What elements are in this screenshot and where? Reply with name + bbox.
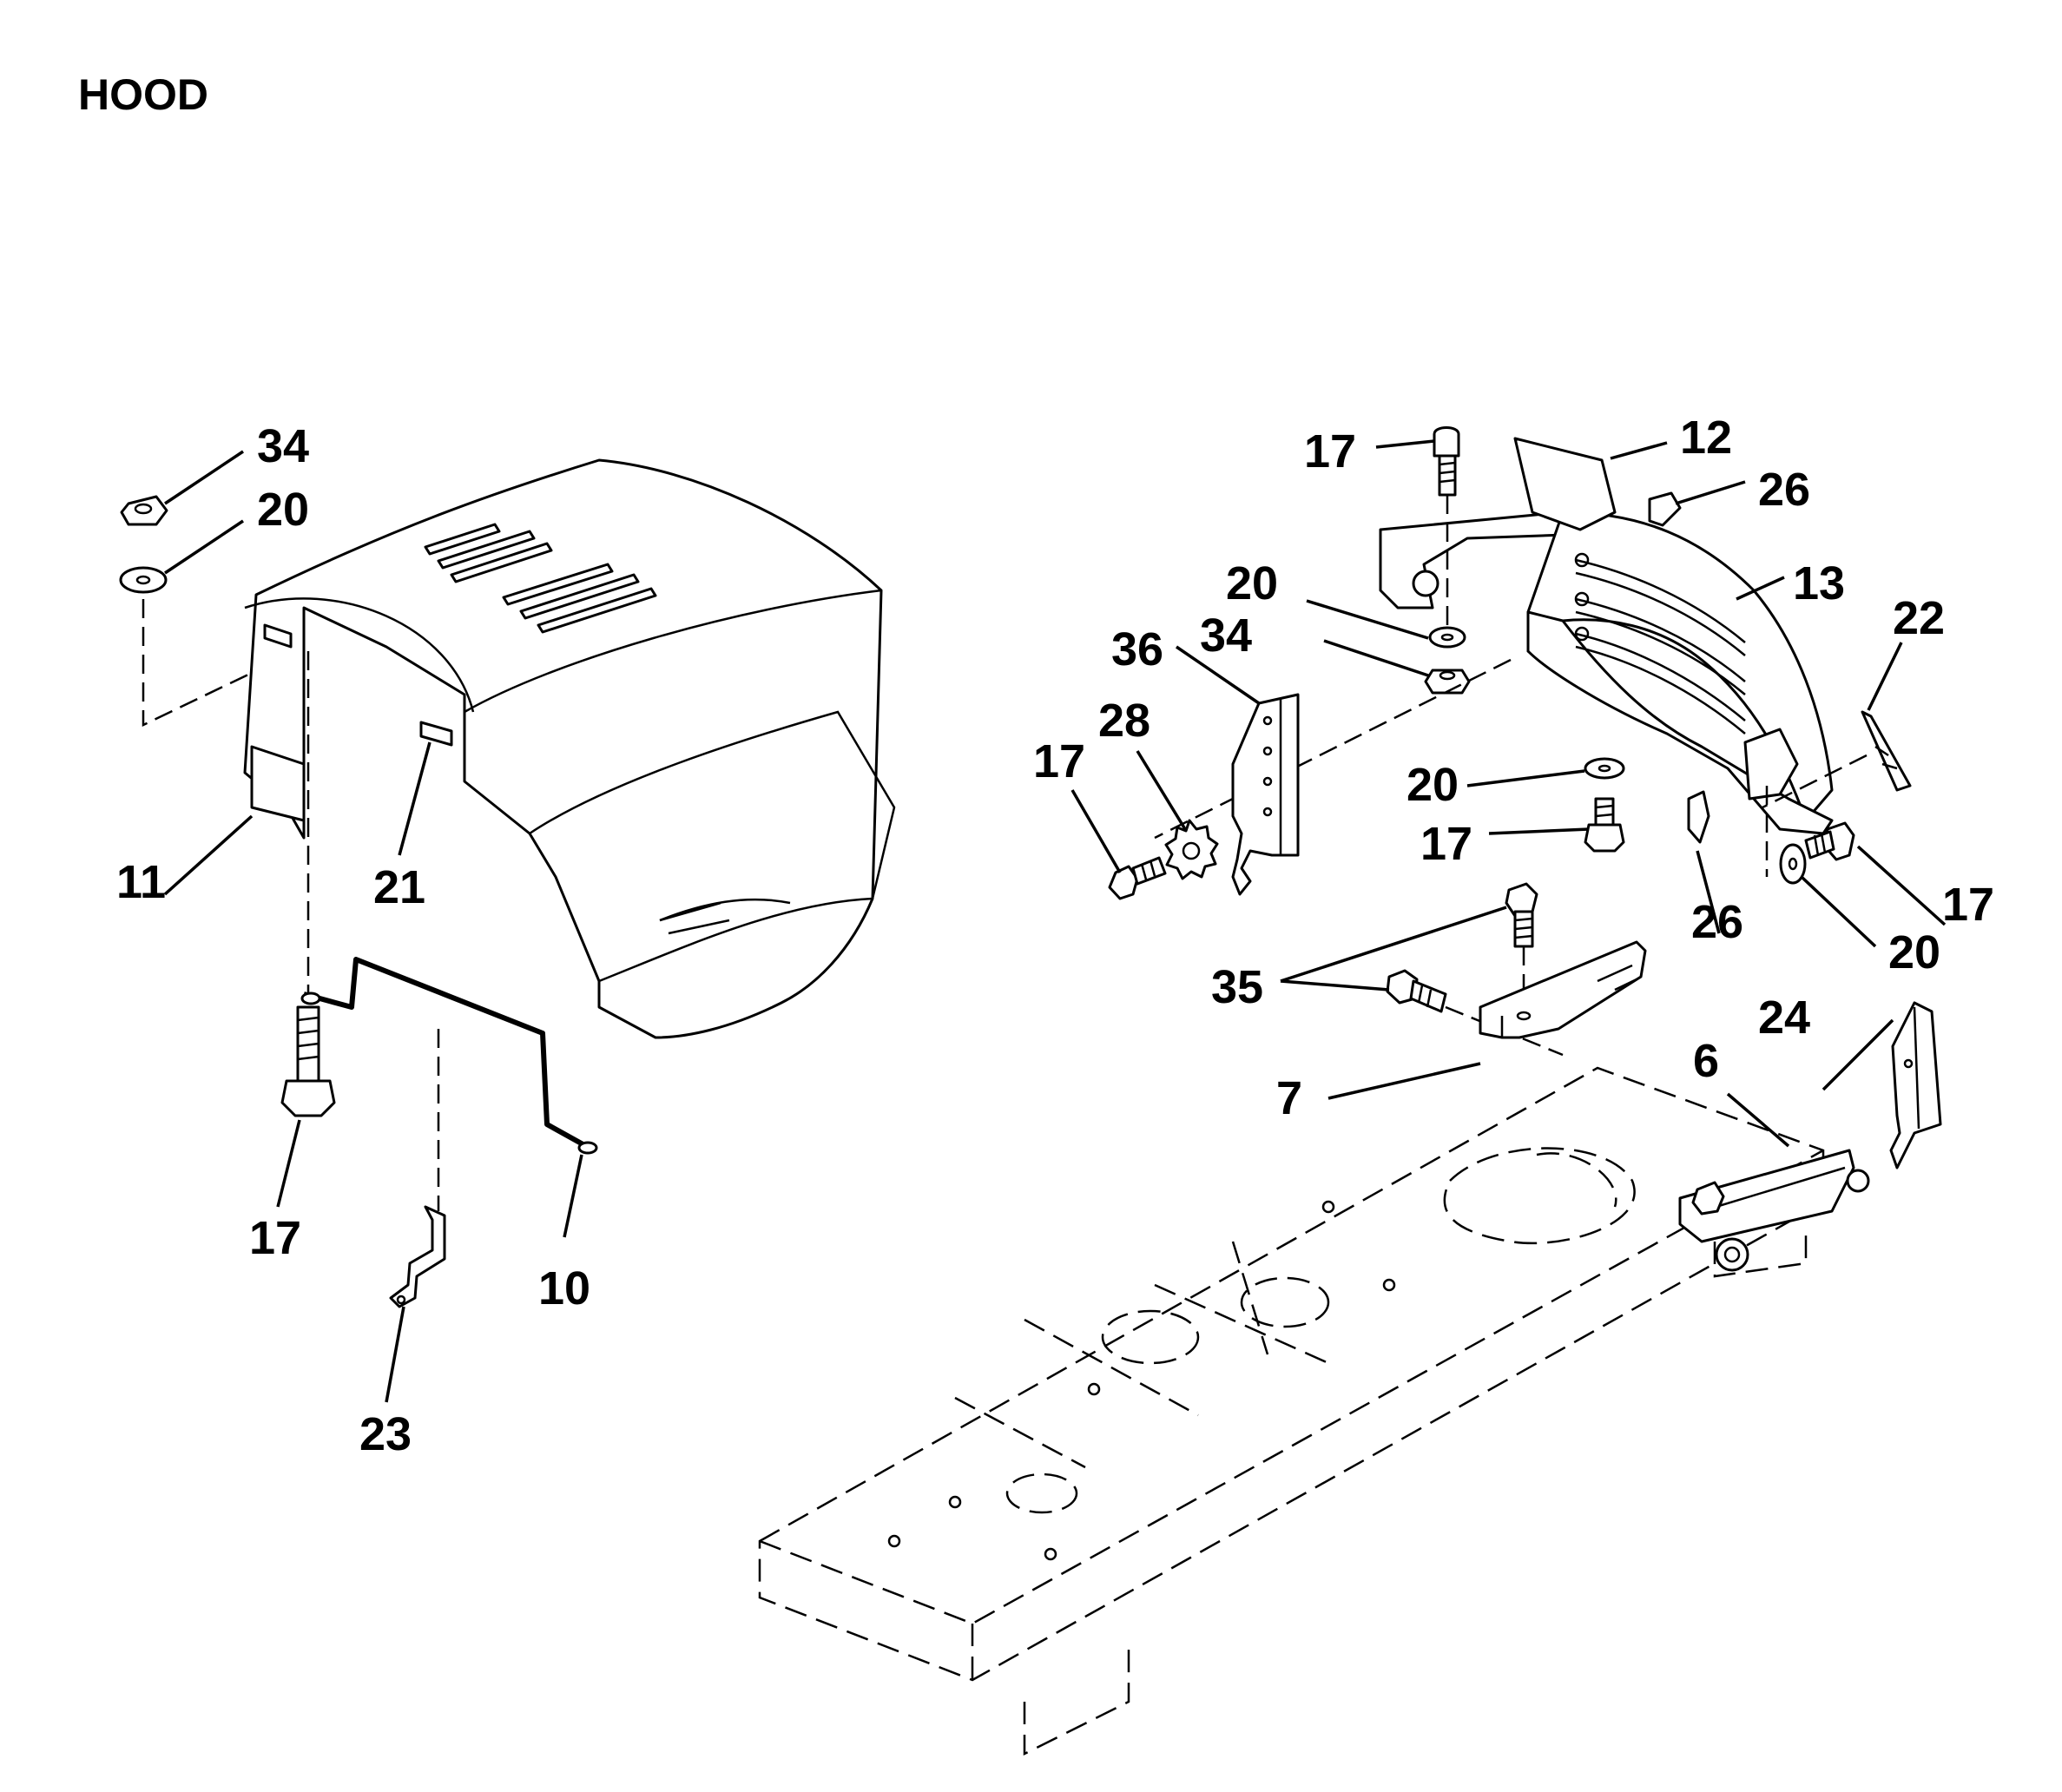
washer-20-left [119,566,168,594]
part-22 [1861,710,1912,792]
bracket-36 [1231,693,1300,896]
callout-28-star-washer: 28 [1098,695,1150,747]
callout-7-bracket: 7 [1276,1072,1302,1124]
callout-20-washer-right: 20 [1888,926,1940,978]
callout-36-bracket: 36 [1111,623,1163,675]
bolt-35-lower [1386,969,1447,1013]
callout-34-nut: 34 [257,420,309,472]
callout-26-clip-top: 26 [1758,464,1810,516]
callout-23-bracket: 23 [359,1408,412,1460]
washer-20-lower [1584,757,1625,780]
axle-bracket-6 [1678,1149,1870,1278]
callout-34-nut-center: 34 [1200,609,1252,662]
callout-17-bolt-horizontal: 17 [1033,735,1085,787]
callout-35-bolts: 35 [1211,961,1263,1013]
bracket-24 [1889,1001,1942,1169]
nut-34-left [120,495,168,526]
clip-26-lower [1687,790,1710,844]
callout-20-washer-center: 20 [1226,557,1278,609]
callout-26-clip-lower: 26 [1691,896,1743,948]
callout-13-grille: 13 [1793,557,1845,609]
grille-assembly-13 [1379,511,1834,835]
callout-17-bolt-right: 17 [1942,879,1994,931]
callout-10-rod: 10 [538,1262,590,1314]
bolt-17-lower [1584,797,1625,853]
star-washer-28 [1164,819,1219,880]
bolt-17-left [280,1005,336,1117]
hood-rod-10 [300,957,598,1155]
callout-20-washer: 20 [257,484,309,536]
hood-vents [424,523,657,634]
washer-20-center [1428,626,1466,649]
leader-lines [163,439,1947,1403]
callout-17-bolt-lower: 17 [1420,818,1472,870]
callout-24-bracket: 24 [1758,992,1810,1044]
bolt-17-horizontal [1108,856,1167,900]
bracket-7 [1479,940,1647,1039]
clip-26-top [1648,491,1682,527]
callout-17-bolt-top: 17 [1304,425,1356,478]
bolt-17-right [1804,821,1855,861]
washer-20-right [1779,843,1807,885]
nut-34-center [1424,669,1471,695]
hood-assembly [243,458,896,1039]
callout-11: 11 [116,856,166,908]
callout-12-plate: 12 [1680,412,1732,464]
callout-20-washer-lower: 20 [1407,759,1459,811]
bolt-35-upper [1505,882,1538,948]
diagram-title: HOOD [78,70,208,119]
plate-12 [1513,437,1617,531]
callout-22: 22 [1893,592,1945,644]
bracket-23 [389,1205,446,1308]
bolt-17-top [1433,426,1460,497]
callout-6-axle-bracket: 6 [1693,1035,1719,1087]
callout-17-bolt-left: 17 [249,1212,301,1264]
chassis-frame [758,1066,1825,1756]
callout-21: 21 [373,861,425,913]
